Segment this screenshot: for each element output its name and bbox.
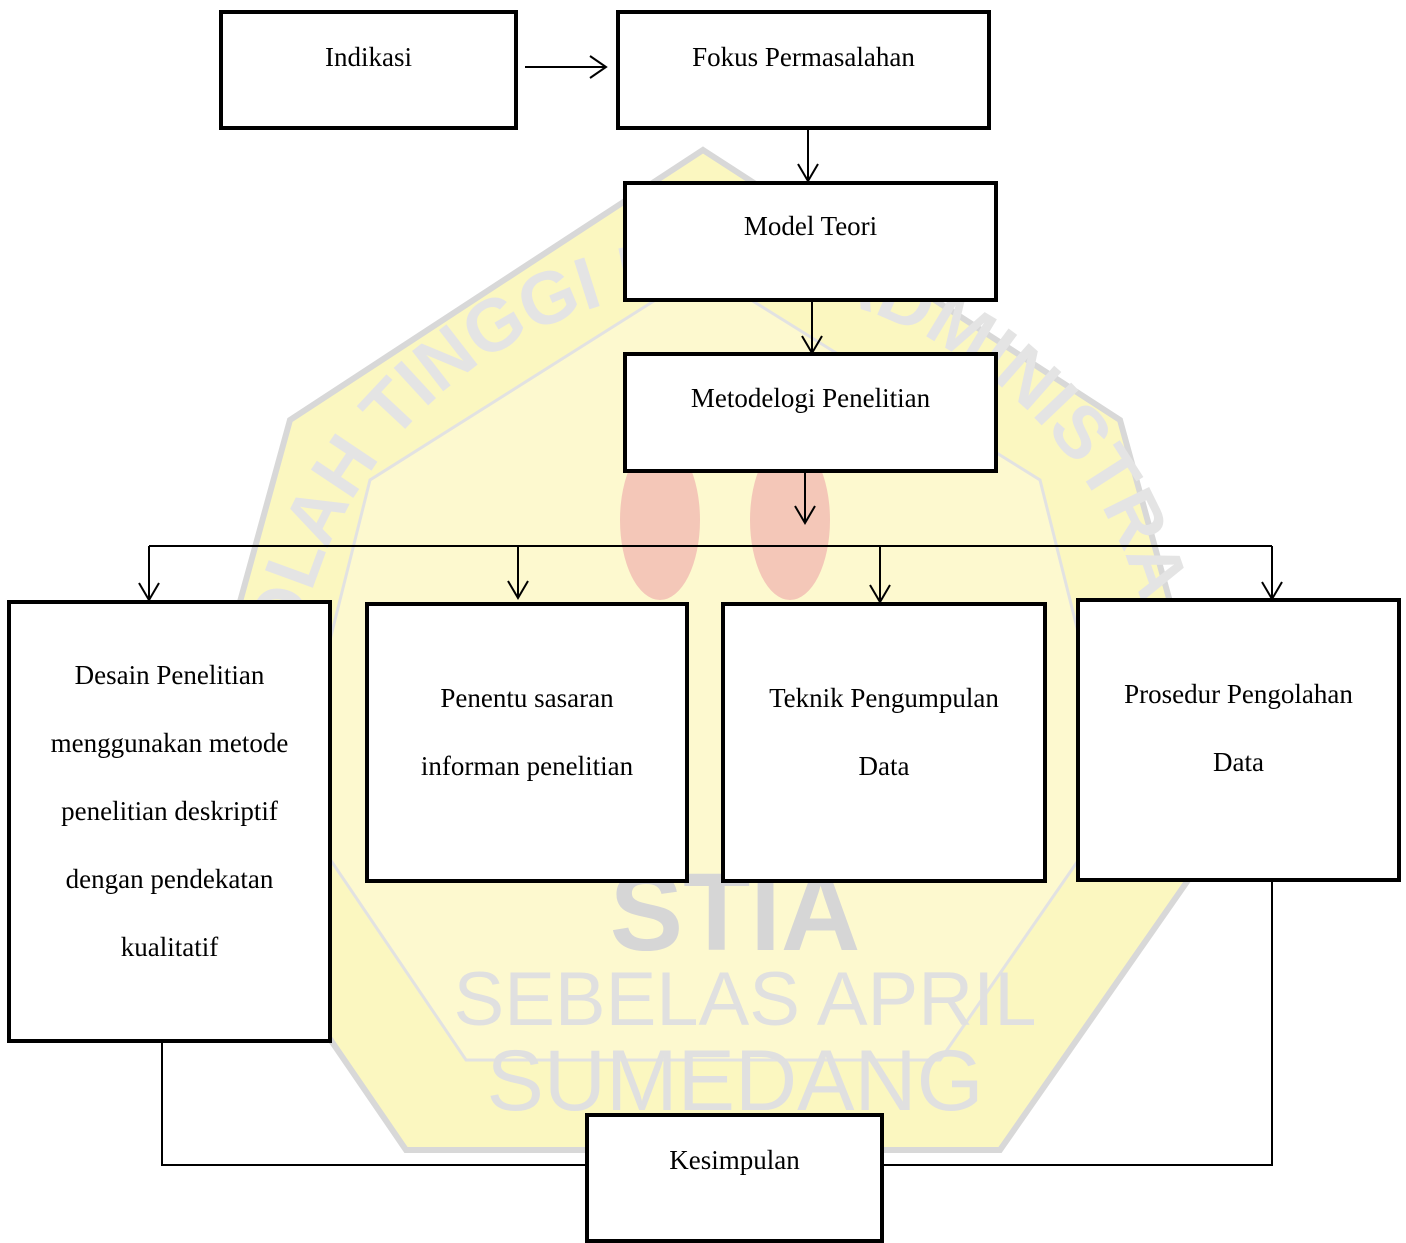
node-desain-line-4: dengan pendekatan bbox=[65, 864, 274, 894]
node-fokus-permasalahan: Fokus Permasalahan bbox=[616, 10, 991, 130]
node-model-teori: Model Teori bbox=[623, 181, 998, 302]
watermark-emblem-left bbox=[620, 440, 700, 600]
node-indikasi-label: Indikasi bbox=[325, 42, 412, 72]
arrowhead-penentu bbox=[507, 580, 529, 600]
watermark-emblem-right bbox=[750, 440, 830, 600]
node-teknik-pengumpulan: Teknik Pengumpulan Data bbox=[721, 602, 1047, 883]
node-desain-line-3: penelitian deskriptif bbox=[61, 796, 278, 826]
node-model-teori-label: Model Teori bbox=[743, 211, 878, 241]
node-penentu-line-2: informan penelitian bbox=[420, 751, 634, 781]
node-kesimpulan-label: Kesimpulan bbox=[669, 1145, 800, 1175]
watermark-line2: SEBELAS APRIL bbox=[454, 957, 1037, 1042]
node-metodologi-penelitian: Metodelogi Penelitian bbox=[623, 352, 998, 473]
node-prosedur-line-1: Prosedur Pengolahan bbox=[1124, 679, 1353, 709]
arrowhead-fokus bbox=[589, 55, 608, 79]
node-desain-line-2: menggunakan metode bbox=[50, 728, 289, 758]
connector-prosedur-to-kesimpulan bbox=[882, 880, 1273, 1166]
node-prosedur-pengolahan: Prosedur Pengolahan Data bbox=[1076, 598, 1401, 882]
node-penentu-line-1: Penentu sasaran bbox=[440, 683, 614, 713]
arrowhead-branch bbox=[794, 505, 816, 525]
node-desain-line-5: kualitatif bbox=[120, 932, 219, 962]
node-desain-line-1: Desain Penelitian bbox=[74, 660, 265, 690]
node-indikasi: Indikasi bbox=[219, 10, 518, 130]
node-fokus-label: Fokus Permasalahan bbox=[692, 42, 915, 72]
node-teknik-line-1: Teknik Pengumpulan bbox=[769, 683, 999, 713]
node-penentu-sasaran: Penentu sasaran informan penelitian bbox=[365, 602, 689, 883]
node-prosedur-line-2: Data bbox=[1213, 747, 1264, 777]
node-teknik-line-2: Data bbox=[858, 751, 910, 781]
node-metodologi-label: Metodelogi Penelitian bbox=[690, 383, 931, 413]
connector-desain-to-kesimpulan bbox=[161, 1040, 587, 1166]
node-kesimpulan: Kesimpulan bbox=[585, 1113, 884, 1243]
node-desain-penelitian: Desain Penelitian menggunakan metode pen… bbox=[7, 600, 332, 1043]
